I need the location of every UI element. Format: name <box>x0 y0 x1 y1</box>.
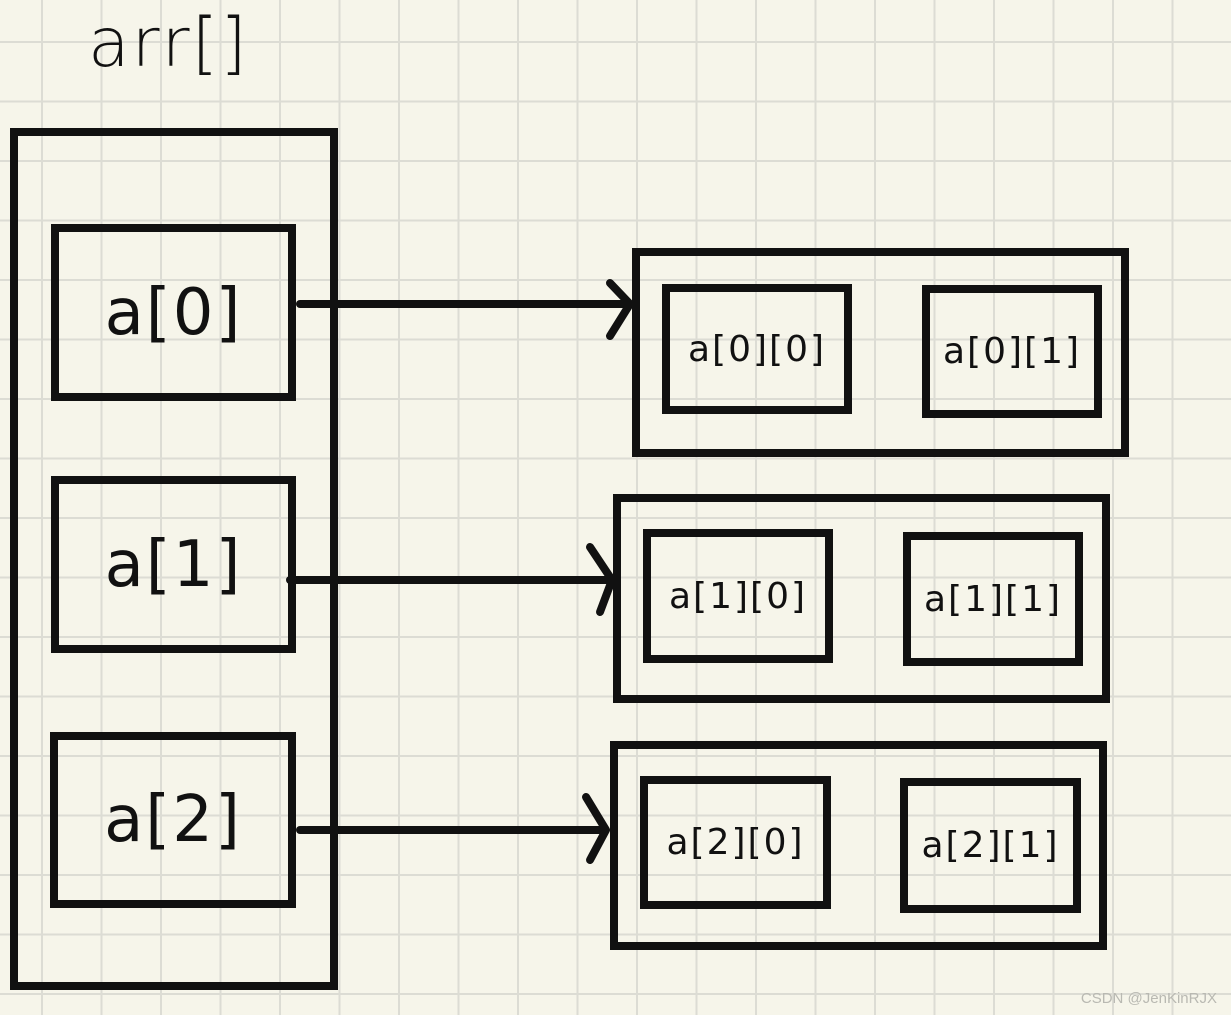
outer-item-label: a[2] <box>104 783 242 857</box>
row2-cell1: a[2][1] <box>900 778 1081 913</box>
cell-label: a[0][1] <box>942 331 1082 372</box>
row-box-0 <box>632 248 1129 457</box>
cell-label: a[2][1] <box>921 825 1060 866</box>
arrowhead-a0 <box>606 279 634 340</box>
cell-label: a[1][1] <box>923 578 1063 620</box>
outer-item-a0: a[0] <box>51 224 296 401</box>
cell-label: a[2][0] <box>666 822 805 863</box>
row0-cell0: a[0][0] <box>662 284 852 414</box>
row2-cell0: a[2][0] <box>640 776 831 909</box>
arrowhead-a1 <box>586 543 616 616</box>
row1-cell0: a[1][0] <box>643 529 833 663</box>
arrowhead-a2 <box>582 793 610 864</box>
outer-item-a1: a[1] <box>51 476 296 653</box>
outer-item-label: a[0] <box>104 275 243 350</box>
watermark: CSDN @JenKinRJX <box>1080 990 1217 1007</box>
cell-label: a[0][0] <box>687 328 827 370</box>
diagram-title: arr[] <box>88 4 249 83</box>
row1-cell1: a[1][1] <box>903 532 1083 666</box>
outer-array-box <box>10 128 338 990</box>
row-box-2 <box>610 741 1107 950</box>
outer-item-a2: a[2] <box>50 732 296 908</box>
outer-item-label: a[1] <box>104 527 243 602</box>
cell-label: a[1][0] <box>668 575 808 617</box>
row0-cell1: a[0][1] <box>922 285 1102 418</box>
row-box-1 <box>613 494 1110 703</box>
